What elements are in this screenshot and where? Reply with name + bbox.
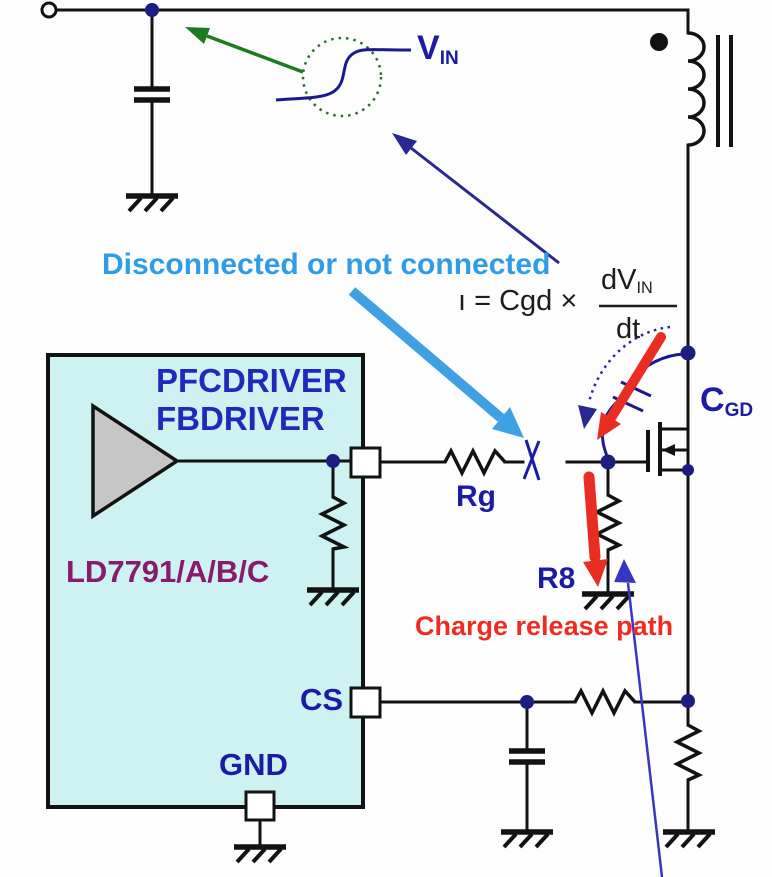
- ground-symbol: [663, 832, 715, 847]
- current-sense-resistor: [673, 723, 704, 782]
- input-terminal-icon: [40, 1, 58, 19]
- transformer-core: [716, 35, 733, 147]
- cgd-label-sub: GD: [724, 399, 754, 421]
- pin-label-pfcdriver: PFCDRIVER: [156, 362, 347, 399]
- dotted-circle-icon: [301, 36, 383, 118]
- green-arrow: [185, 27, 304, 74]
- winding-polarity-dot-icon: [650, 33, 668, 51]
- cgd-label-main: C: [700, 381, 725, 419]
- vin-label-main: V: [417, 29, 440, 67]
- pulldown-resistor-r8: [593, 493, 624, 552]
- arrowhead-icon: [597, 412, 621, 440]
- gate-resistor-rg: [443, 447, 507, 477]
- red-arrow-cgd-to-gate: [597, 332, 666, 440]
- vin-waveform-bubble: [275, 36, 412, 118]
- cgd-label: CGD: [700, 383, 753, 420]
- vin-label-sub: IN: [439, 47, 459, 69]
- rising-edge-waveform-icon: [275, 48, 412, 102]
- cs-filter-resistor: [573, 687, 637, 717]
- pin-label-gnd: GND: [219, 747, 288, 782]
- gate-node-dot: [600, 454, 616, 470]
- arrowhead-icon: [492, 407, 524, 438]
- formula-denominator: dt: [616, 313, 641, 345]
- charge-release-annotation: Charge release path: [415, 611, 674, 641]
- ground-symbol: [582, 594, 634, 609]
- driver-buffer-triangle-icon: [91, 402, 181, 520]
- transformer-winding: [650, 31, 733, 147]
- formula-numerator: dVIN: [601, 264, 653, 298]
- break-x-icon: [522, 439, 541, 481]
- junction-dot: [681, 694, 695, 708]
- source-junction-dot: [682, 464, 694, 476]
- formula-numerator-sub: IN: [636, 279, 653, 298]
- mosfet-body-arrow-icon: [662, 444, 675, 456]
- vin-label: VIN: [417, 31, 459, 68]
- long-blue-arrow: [614, 559, 664, 877]
- dvdt-dotted-arc-arrow: [578, 325, 671, 429]
- r8-label: R8: [537, 562, 576, 595]
- junction-dot: [520, 695, 534, 709]
- arrowhead-icon: [185, 27, 210, 44]
- rg-label: Rg: [456, 480, 496, 513]
- pin-label-cs: CS: [300, 682, 344, 717]
- ground-symbol: [234, 847, 286, 862]
- arrowhead-icon: [578, 405, 597, 429]
- internal-pulldown-resistor: [318, 495, 350, 551]
- navy-arrow-to-waveform: [392, 133, 560, 265]
- pin-label-fbdriver: FBDRIVER: [156, 400, 325, 437]
- light-blue-arrow-to-break: [348, 287, 524, 438]
- ground-symbol: [126, 196, 178, 211]
- formula-lhs: ı = Cgd ×: [458, 285, 578, 317]
- disconnected-annotation: Disconnected or not connected: [102, 248, 551, 281]
- input-capacitor: [134, 86, 170, 103]
- junction-dot: [326, 454, 340, 468]
- red-arrow-through-r8: [583, 471, 608, 587]
- drain-node-dot: [680, 345, 696, 361]
- arrowhead-icon: [392, 133, 417, 155]
- gnd-pin-box: [244, 790, 276, 822]
- cs-pin-box: [349, 686, 382, 719]
- arrowhead-icon: [614, 559, 636, 583]
- driver-pin-box: [349, 446, 382, 479]
- junction-dot: [145, 3, 159, 17]
- chip-part-number: LD7791/A/B/C: [66, 554, 270, 589]
- mosfet: [646, 422, 694, 476]
- circuit-wires: [54, 8, 690, 847]
- formula-numerator-main: dV: [601, 264, 637, 296]
- cs-filter-capacitor: [509, 748, 545, 765]
- arrowhead-icon: [583, 559, 608, 587]
- ground-symbol: [501, 832, 553, 847]
